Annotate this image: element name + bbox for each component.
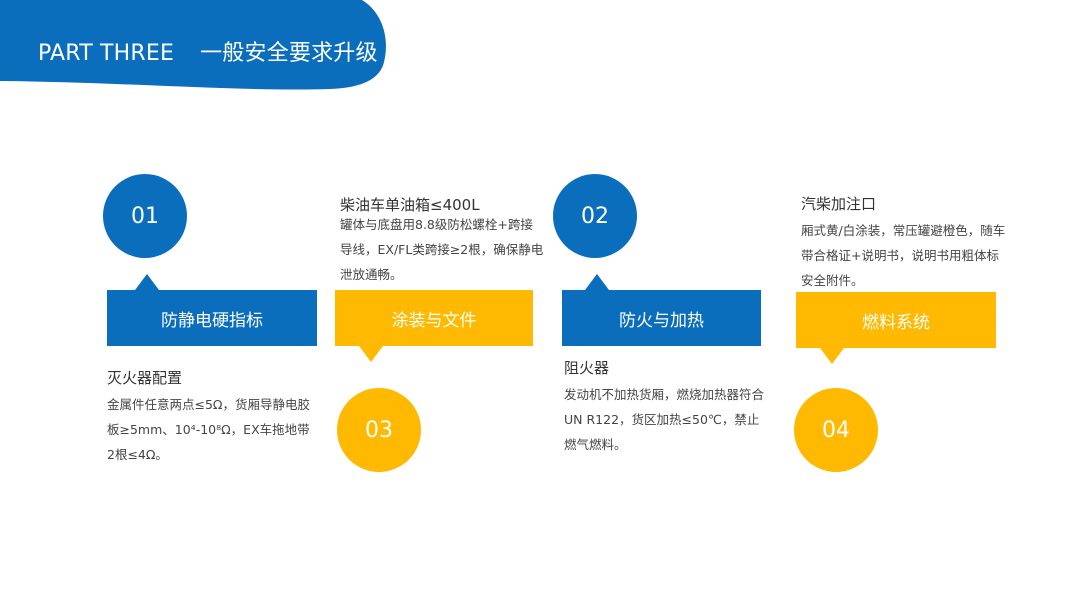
- info-body: 罐体与底盘用8.8级防松螺栓+跨接导线，EX/FL类跨接≥2根，确保静电泄放通畅…: [340, 217, 544, 282]
- info-body: 发动机不加热货厢，燃烧加热器符合UN R122，货区加热≤50℃，禁止燃气燃料。: [564, 387, 765, 452]
- info-body: 厢式黄/白涂装，常压罐避橙色，随车带合格证+说明书，说明书用粗体标安全附件。: [801, 223, 1006, 288]
- label-box-01: 防静电硬指标: [107, 290, 317, 346]
- info-block-04: 汽柴加注口 厢式黄/白涂装，常压罐避橙色，随车带合格证+说明书，说明书用粗体标安…: [801, 193, 1011, 293]
- part-label: PART THREE: [38, 41, 175, 66]
- number-circle-04: 04: [794, 388, 878, 472]
- info-body: 金属件任意两点≤5Ω，货厢导静电胶板≥5mm、10⁴-10⁸Ω，EX车拖地带2根…: [107, 397, 310, 462]
- label-box-02: 防火与加热: [562, 290, 761, 346]
- pointer-triangle: [359, 346, 383, 362]
- header-title: PART THREE 一般安全要求升级: [38, 35, 378, 67]
- number-circle-03: 03: [337, 388, 421, 472]
- pointer-triangle: [135, 274, 159, 290]
- number-circle-01: 01: [103, 174, 187, 258]
- pointer-triangle: [585, 274, 609, 290]
- label-box-04: 燃料系统: [796, 292, 996, 348]
- section-title: 一般安全要求升级: [200, 41, 378, 66]
- info-block-02: 阻火器 发动机不加热货厢，燃烧加热器符合UN R122，货区加热≤50℃，禁止燃…: [564, 357, 764, 457]
- info-title: 灭火器配置: [107, 369, 183, 387]
- header-banner: [0, 0, 386, 90]
- info-title: 汽柴加注口: [801, 195, 877, 213]
- info-title: 柴油车单油箱≤400L: [340, 196, 480, 214]
- info-block-01: 灭火器配置 金属件任意两点≤5Ω，货厢导静电胶板≥5mm、10⁴-10⁸Ω，EX…: [107, 367, 317, 467]
- pointer-triangle: [820, 348, 844, 364]
- number-circle-02: 02: [553, 174, 637, 258]
- label-box-03: 涂装与文件: [335, 290, 533, 346]
- info-block-03: 柴油车单油箱≤400L 罐体与底盘用8.8级防松螺栓+跨接导线，EX/FL类跨接…: [340, 194, 545, 284]
- info-title: 阻火器: [564, 359, 610, 377]
